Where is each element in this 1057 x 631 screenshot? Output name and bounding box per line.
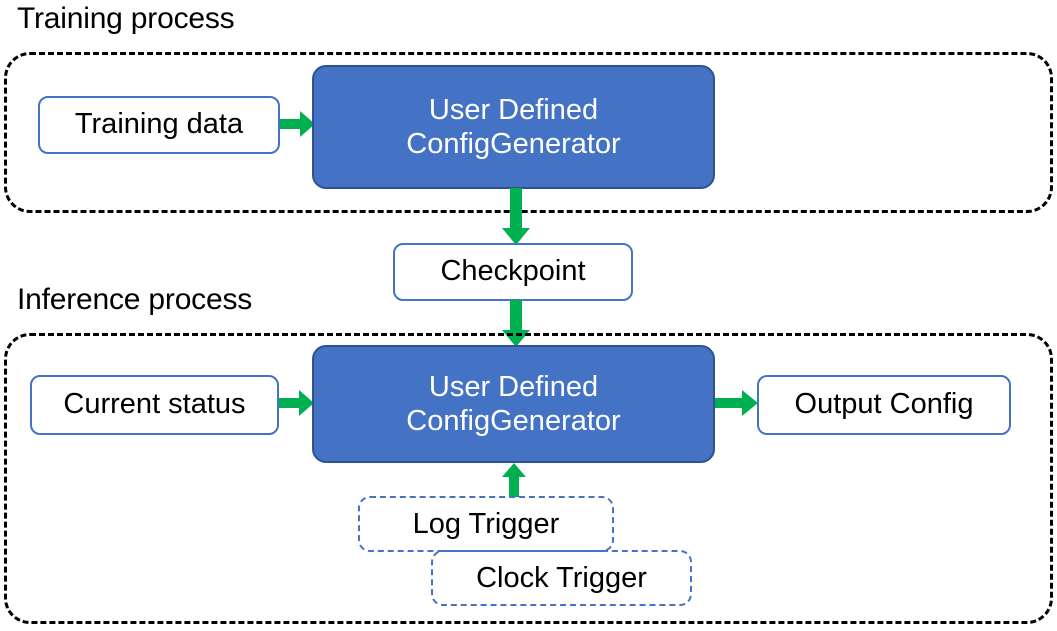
inference-config-generator-line2: ConfigGenerator	[406, 405, 621, 437]
output-config-label: Output Config	[794, 388, 974, 421]
training-process-label: Training process	[17, 2, 235, 35]
clock-trigger-label: Clock Trigger	[476, 561, 647, 594]
training-config-generator-line1: User Defined	[428, 93, 599, 126]
clock-trigger-box[interactable]: Clock Trigger	[431, 550, 692, 606]
log-trigger-box[interactable]: Log Trigger	[358, 496, 614, 552]
inference-config-generator-line1: User Defined	[428, 370, 599, 403]
training-config-generator-line2: ConfigGenerator	[406, 128, 621, 160]
output-config-box[interactable]: Output Config	[757, 375, 1011, 435]
training-config-generator-box[interactable]: User Defined ConfigGenerator	[312, 65, 715, 189]
checkpoint-box[interactable]: Checkpoint	[393, 243, 633, 301]
current-status-box[interactable]: Current status	[30, 375, 279, 435]
current-status-label: Current status	[63, 388, 246, 421]
inference-process-container	[4, 333, 1053, 624]
checkpoint-label: Checkpoint	[440, 255, 586, 288]
training-data-label: Training data	[74, 108, 244, 141]
inference-process-label: Inference process	[17, 283, 253, 316]
inference-config-generator-box[interactable]: User Defined ConfigGenerator	[312, 345, 715, 463]
log-trigger-label: Log Trigger	[412, 507, 560, 540]
training-data-box[interactable]: Training data	[38, 96, 280, 154]
